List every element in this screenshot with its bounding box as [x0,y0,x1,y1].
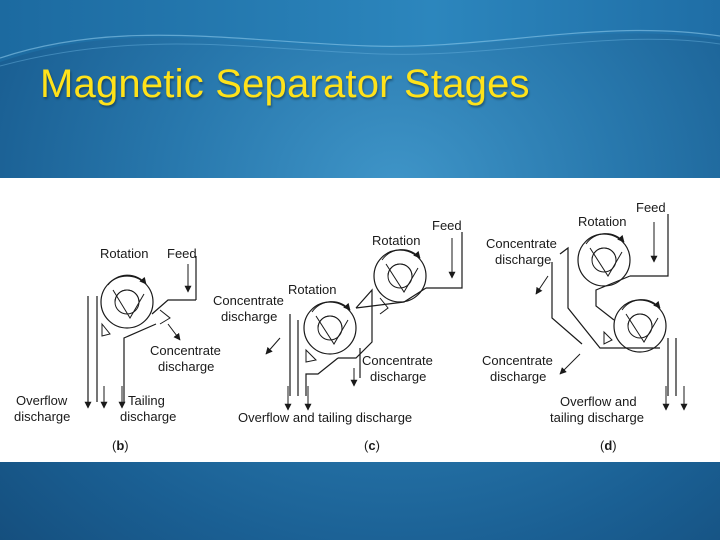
label-d-concentrate-lower-2: discharge [490,369,546,384]
label-b-rotation: Rotation [100,246,148,261]
label-c-rotation-lower: Rotation [288,282,336,297]
drum-b [100,274,154,329]
stage-d: Rotation Feed Concentrate discharge Conc… [482,200,688,453]
label-d-concentrate-lower-1: Concentrate [482,353,553,368]
tank-b [87,256,197,402]
label-b-concentrate-1: Concentrate [150,343,221,358]
label-d-feed: Feed [636,200,666,215]
label-c-overflow-tailing: Overflow and tailing discharge [238,410,412,425]
drum-c-lower [303,301,357,355]
drum-d-lower [613,299,667,353]
label-c-concentrate-left-1: Concentrate [213,293,284,308]
label-d-rotation: Rotation [578,214,626,229]
label-b-tailing-1: Tailing [128,393,165,408]
label-d-overflow-tailing-2: tailing discharge [550,410,644,425]
figure-panel: Rotation Feed Concentrate discharge Over… [0,178,720,462]
tank-d [551,214,677,396]
label-b-overflow-2: discharge [14,409,70,424]
drum-c-upper [373,249,427,303]
label-d-concentrate-upper-1: Concentrate [486,236,557,251]
label-b-overflow-1: Overflow [16,393,68,408]
slide-title: Magnetic Separator Stages [40,62,530,106]
label-c-concentrate-left-2: discharge [221,309,277,324]
tank-c [289,232,463,396]
label-c-concentrate-right-2: discharge [370,369,426,384]
stage-c: Rotation Rotation Feed Concentrate disch… [213,218,463,453]
drum-d-upper [577,233,631,287]
label-b-tailing-2: discharge [120,409,176,424]
caption-d: (d) [600,438,617,453]
label-c-concentrate-right-1: Concentrate [362,353,433,368]
label-c-feed: Feed [432,218,462,233]
separator-diagram: Rotation Feed Concentrate discharge Over… [14,200,688,453]
label-b-feed: Feed [167,246,197,261]
label-d-overflow-tailing-1: Overflow and [560,394,637,409]
flow-arrows-b [84,264,192,409]
caption-c: (c) [364,438,380,453]
caption-b: (b) [112,438,129,453]
label-b-concentrate-2: discharge [158,359,214,374]
header-swoosh [0,0,720,67]
flow-arrows-c [265,238,456,411]
stage-b: Rotation Feed Concentrate discharge Over… [14,246,221,453]
label-d-concentrate-upper-2: discharge [495,252,551,267]
label-c-rotation-upper: Rotation [372,233,420,248]
flow-arrows-d [535,222,688,411]
